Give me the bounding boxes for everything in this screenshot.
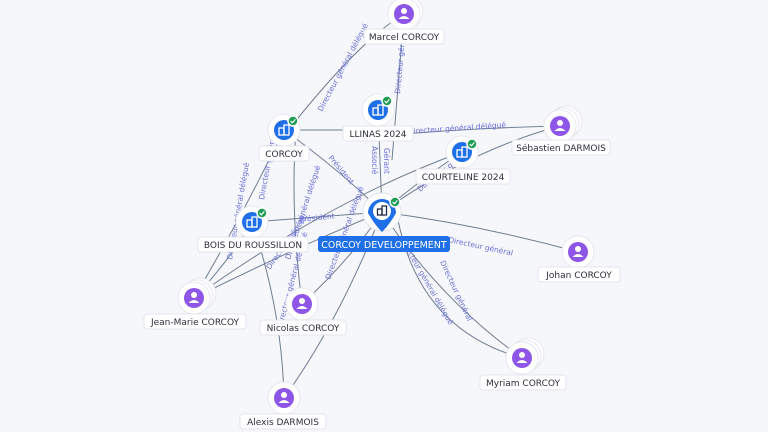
person-node-johan[interactable]: Johan CORCOY (537, 235, 621, 283)
node-label: Nicolas CORCOY (267, 324, 340, 334)
node-label-box (259, 319, 347, 336)
building-icon (376, 205, 388, 216)
edge-label: Président (299, 211, 335, 224)
edge-label: Président (326, 154, 355, 187)
center-label-box (318, 236, 450, 252)
node-label-box (511, 139, 611, 156)
center-label: CORCOY DEVELOPPEMENT (321, 240, 447, 251)
edge-label: Directeur général (257, 134, 277, 200)
edge-jeanmarie-center (193, 211, 383, 299)
edge-bois-center (251, 211, 383, 223)
person-icon (398, 8, 410, 19)
check-mark (290, 119, 296, 124)
verified-check-icon (287, 115, 299, 127)
building-icon (246, 216, 258, 228)
node-label-box (143, 313, 247, 330)
building-icon (278, 124, 290, 136)
verified-check-icon (389, 196, 401, 208)
edge-label: Directeur général délégué (316, 22, 370, 113)
person-node-marcel[interactable]: Marcel CORCOY (363, 0, 445, 45)
node-label: Johan CORCOY (545, 271, 612, 281)
node-label-box (479, 374, 567, 391)
person-node-alexis[interactable]: Alexis DARMOIS (239, 381, 327, 430)
node-label: BOIS DU ROUSSILLON (204, 241, 302, 251)
verified-check-icon (256, 207, 268, 219)
center-node[interactable]: CORCOY DEVELOPPEMENT (318, 192, 450, 252)
node-label: Alexis DARMOIS (247, 418, 319, 428)
node-label-box (239, 413, 327, 430)
person-node-nicolas[interactable]: Nicolas CORCOY (259, 287, 347, 336)
verified-check-icon (381, 95, 393, 107)
edge-label: Associé (370, 146, 379, 175)
person-icon (554, 120, 566, 131)
person-icon (516, 352, 528, 363)
person-icon (296, 298, 308, 309)
company-node-courteline[interactable]: COURTELINE 2024 (415, 135, 511, 185)
person-node-sebastien[interactable]: Sébastien DARMOIS (511, 105, 611, 156)
company-node-bois[interactable]: BOIS DU ROUSSILLON (197, 205, 309, 253)
company-node-llinas[interactable]: LLINAS 2024 (342, 93, 414, 142)
node-label-box (342, 125, 414, 142)
edge-jeanmarie-courteline (193, 151, 463, 299)
building-icon (372, 104, 384, 116)
check-mark (384, 99, 390, 104)
check-mark (392, 200, 398, 205)
node-label: Marcel CORCOY (369, 33, 440, 43)
edge-label: Directeur général délégué (408, 120, 507, 136)
check-mark (259, 211, 265, 216)
edge-label: Directeur général (448, 235, 514, 257)
verified-check-icon (466, 138, 478, 150)
person-icon (188, 292, 200, 303)
person-icon (278, 392, 290, 403)
node-label: LLINAS 2024 (349, 130, 406, 140)
check-mark (469, 142, 475, 147)
building-icon (456, 146, 468, 158)
person-node-myriam[interactable]: Myriam CORCOY (479, 337, 567, 391)
node-label-box (197, 236, 309, 253)
node-label-box (537, 266, 621, 283)
node-label: COURTELINE 2024 (422, 173, 505, 183)
node-label-box (363, 28, 445, 45)
node-label-box (415, 168, 511, 185)
node-label: Myriam CORCOY (486, 379, 560, 389)
node-label-box (258, 145, 310, 162)
edge-label: Gérant (382, 148, 391, 174)
edge-johan-center (381, 211, 579, 253)
node-label: Jean-Marie CORCOY (150, 318, 240, 328)
edge-myriam-center (381, 211, 523, 359)
person-icon (572, 246, 584, 257)
node-label: CORCOY (265, 150, 303, 160)
company-node-corcoy[interactable]: CORCOY (258, 113, 310, 162)
person-node-jeanmarie[interactable]: Jean-Marie CORCOY (143, 277, 247, 330)
node-label: Sébastien DARMOIS (516, 143, 606, 154)
